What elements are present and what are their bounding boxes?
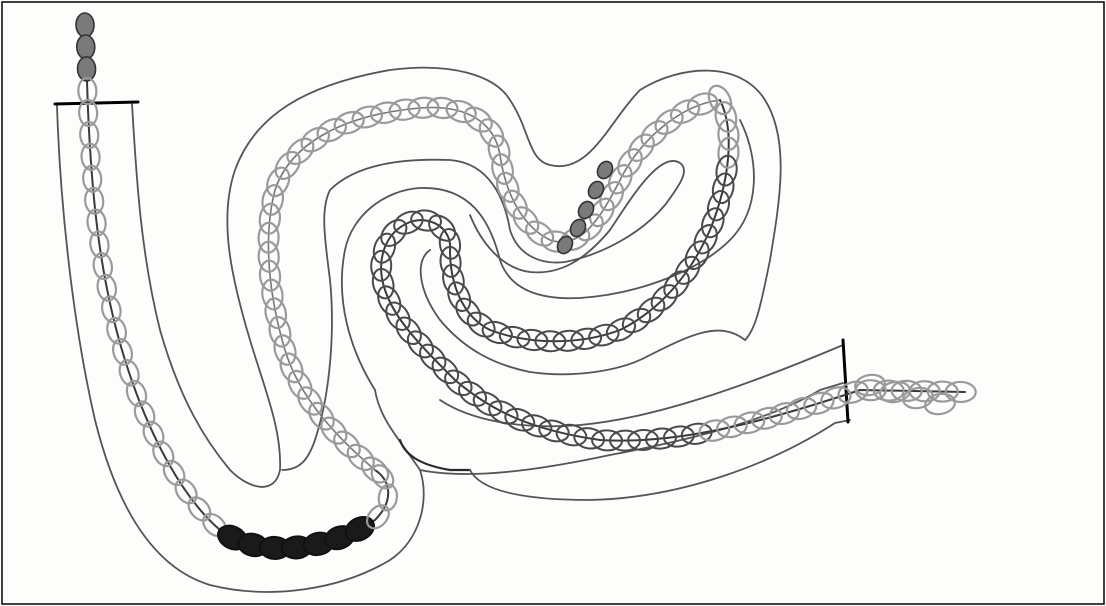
tube-outline — [55, 68, 850, 592]
bead — [554, 234, 575, 257]
tube-wall-outlet-upper — [420, 383, 843, 474]
bead — [567, 217, 588, 240]
bead — [76, 13, 95, 38]
tube-end-cap-top — [55, 102, 138, 104]
bead-chain — [76, 13, 976, 560]
tube-end-cap-right — [843, 340, 848, 422]
bead — [575, 199, 596, 222]
thread-right-spiral — [381, 100, 965, 441]
bead — [76, 35, 95, 60]
tube-wall-outlet-top — [400, 440, 470, 470]
bead — [585, 179, 606, 202]
bead — [594, 159, 615, 182]
